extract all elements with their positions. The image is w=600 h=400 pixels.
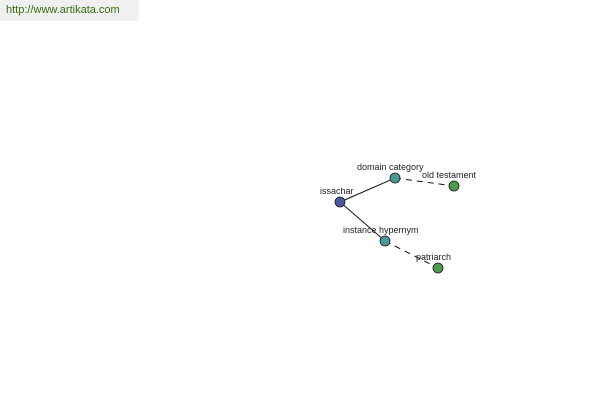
node-domain-category-dot[interactable] bbox=[389, 172, 401, 184]
edge-domain-category-to-old-testament bbox=[394, 177, 455, 187]
node-issachar[interactable]: issachar bbox=[320, 186, 354, 208]
edge-issachar-to-instance-hypernym bbox=[339, 201, 386, 242]
node-domain-category-label[interactable]: domain category bbox=[357, 162, 424, 172]
node-patriarch-label[interactable]: patriarch bbox=[416, 252, 451, 262]
edge-instance-hypernym-to-patriarch bbox=[384, 240, 439, 269]
node-instance-hypernym-label[interactable]: instance hypernym bbox=[343, 225, 419, 235]
edge-issachar-to-domain-category bbox=[339, 177, 396, 203]
graph-edges bbox=[339, 177, 455, 269]
node-domain-category[interactable]: domain category bbox=[357, 162, 424, 184]
node-issachar-dot[interactable] bbox=[334, 196, 346, 208]
node-old-testament-dot[interactable] bbox=[448, 180, 460, 192]
node-issachar-label[interactable]: issachar bbox=[320, 186, 354, 196]
node-instance-hypernym-dot[interactable] bbox=[379, 235, 391, 247]
node-patriarch[interactable]: patriarch bbox=[416, 252, 451, 274]
node-old-testament-label[interactable]: old testament bbox=[422, 170, 477, 180]
node-patriarch-dot[interactable] bbox=[432, 262, 444, 274]
site-url[interactable]: http://www.artikata.com bbox=[0, 0, 139, 21]
node-instance-hypernym[interactable]: instance hypernym bbox=[343, 225, 419, 247]
node-old-testament[interactable]: old testament bbox=[422, 170, 477, 192]
